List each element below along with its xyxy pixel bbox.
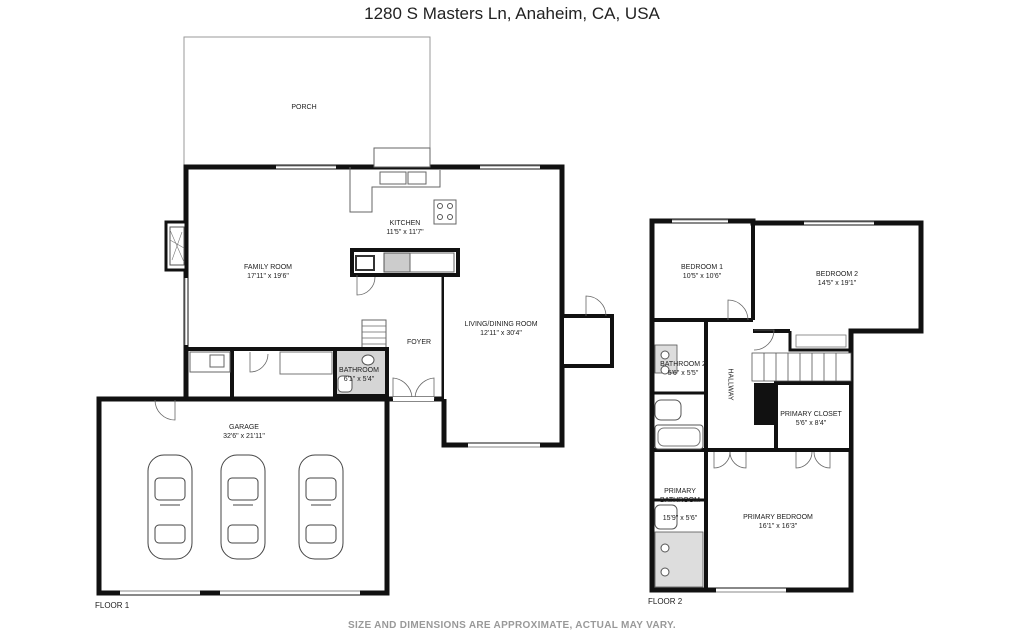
room-label-family-room: FAMILY ROOM 17'11" x 19'6" xyxy=(244,263,292,281)
room-name: BEDROOM 1 xyxy=(680,264,724,271)
disclaimer-text: SIZE AND DIMENSIONS ARE APPROXIMATE, ACT… xyxy=(348,620,676,631)
door-swing xyxy=(727,299,749,321)
room-name: HALLWAY xyxy=(726,368,734,401)
room-name: PRIMARY CLOSET xyxy=(780,411,842,418)
room-name: PRIMARY BEDROOM xyxy=(743,514,813,521)
property-address-title: 1280 S Masters Ln, Anaheim, CA, USA xyxy=(364,4,660,23)
door-swing xyxy=(795,451,813,469)
room-dimensions: 16'1" x 16'3" xyxy=(758,523,798,530)
door-swing xyxy=(356,275,376,296)
room-name: BEDROOM 2 xyxy=(815,271,859,278)
primary-closet-walls xyxy=(774,381,853,452)
stairs xyxy=(751,352,852,382)
room-label-bathroom-2: BATHROOM 2 5'6" x 5'5" xyxy=(660,360,706,378)
car-icon xyxy=(298,454,344,560)
door-swing xyxy=(585,295,607,317)
door-swing xyxy=(154,399,176,421)
room-name: PORCH xyxy=(291,104,317,111)
room-dimensions: 17'11" x 19'6" xyxy=(247,273,289,280)
room-label-primary-closet: PRIMARY CLOSET 5'6" x 8'4" xyxy=(780,410,842,428)
room-label-hallway: HALLWAY xyxy=(726,368,735,400)
room-dimensions: 15'9" x 5'6" xyxy=(662,515,698,522)
room-dimensions: 10'5" x 10'6" xyxy=(682,273,722,280)
room-name: BATHROOM xyxy=(339,367,379,374)
room-dimensions: 6'1" x 5'4" xyxy=(343,376,375,383)
room-dimensions: 12'11" x 30'4" xyxy=(480,330,522,337)
interior-wall xyxy=(788,331,851,352)
room-name: GARAGE xyxy=(229,424,259,431)
bay-outline xyxy=(560,314,614,368)
room-dimensions: 14'5" x 19'1" xyxy=(817,280,857,287)
room-label-garage: GARAGE 32'6" x 21'11" xyxy=(223,423,265,441)
room-label-foyer: FOYER xyxy=(407,338,431,347)
room-name: KITCHEN xyxy=(389,220,421,227)
floor-2-label: FLOOR 2 xyxy=(648,597,683,606)
room-dimensions: 5'6" x 5'5" xyxy=(667,370,699,377)
room-label-kitchen: KITCHEN 11'5" x 11'7" xyxy=(386,219,423,237)
room-name: FOYER xyxy=(406,339,432,346)
room-dimensions: 32'6" x 21'11" xyxy=(223,433,265,440)
room-label-porch: PORCH xyxy=(291,103,316,112)
room-name: LIVING/DINING ROOM xyxy=(464,321,538,328)
door-swing xyxy=(713,451,731,469)
door-swing xyxy=(414,377,435,399)
car-icon xyxy=(220,454,266,560)
room-label-primary-bathroom: PRIMARY BATHROOM 15'9" x 5'6" xyxy=(660,478,700,532)
car-icon xyxy=(147,454,193,560)
door-swing xyxy=(392,377,413,399)
floor-1-label: FLOOR 1 xyxy=(95,601,130,610)
door-swing xyxy=(813,451,831,469)
room-name: FAMILY ROOM xyxy=(244,264,292,271)
kitchen-counter xyxy=(349,167,441,213)
living-dining-walls xyxy=(441,164,565,448)
room-label-primary-bedroom: PRIMARY BEDROOM 16'1" x 16'3" xyxy=(743,513,813,531)
door-swing xyxy=(729,451,747,469)
room-label-bathroom: BATHROOM 6'1" x 5'4" xyxy=(339,366,379,384)
door-swing xyxy=(249,352,269,373)
stairs xyxy=(361,319,387,349)
room-name: PRIMARY BATHROOM xyxy=(660,488,700,504)
room-label-living-dining: LIVING/DINING ROOM 12'11" x 30'4" xyxy=(464,320,537,338)
room-name: BATHROOM 2 xyxy=(660,361,706,368)
room-label-bedroom-1: BEDROOM 1 10'5" x 10'6" xyxy=(681,263,723,281)
room-dimensions: 5'6" x 8'4" xyxy=(795,420,827,427)
door-swing xyxy=(753,329,775,351)
room-dimensions: 11'5" x 11'7" xyxy=(386,229,424,236)
room-label-bedroom-2: BEDROOM 2 14'5" x 19'1" xyxy=(816,270,858,288)
